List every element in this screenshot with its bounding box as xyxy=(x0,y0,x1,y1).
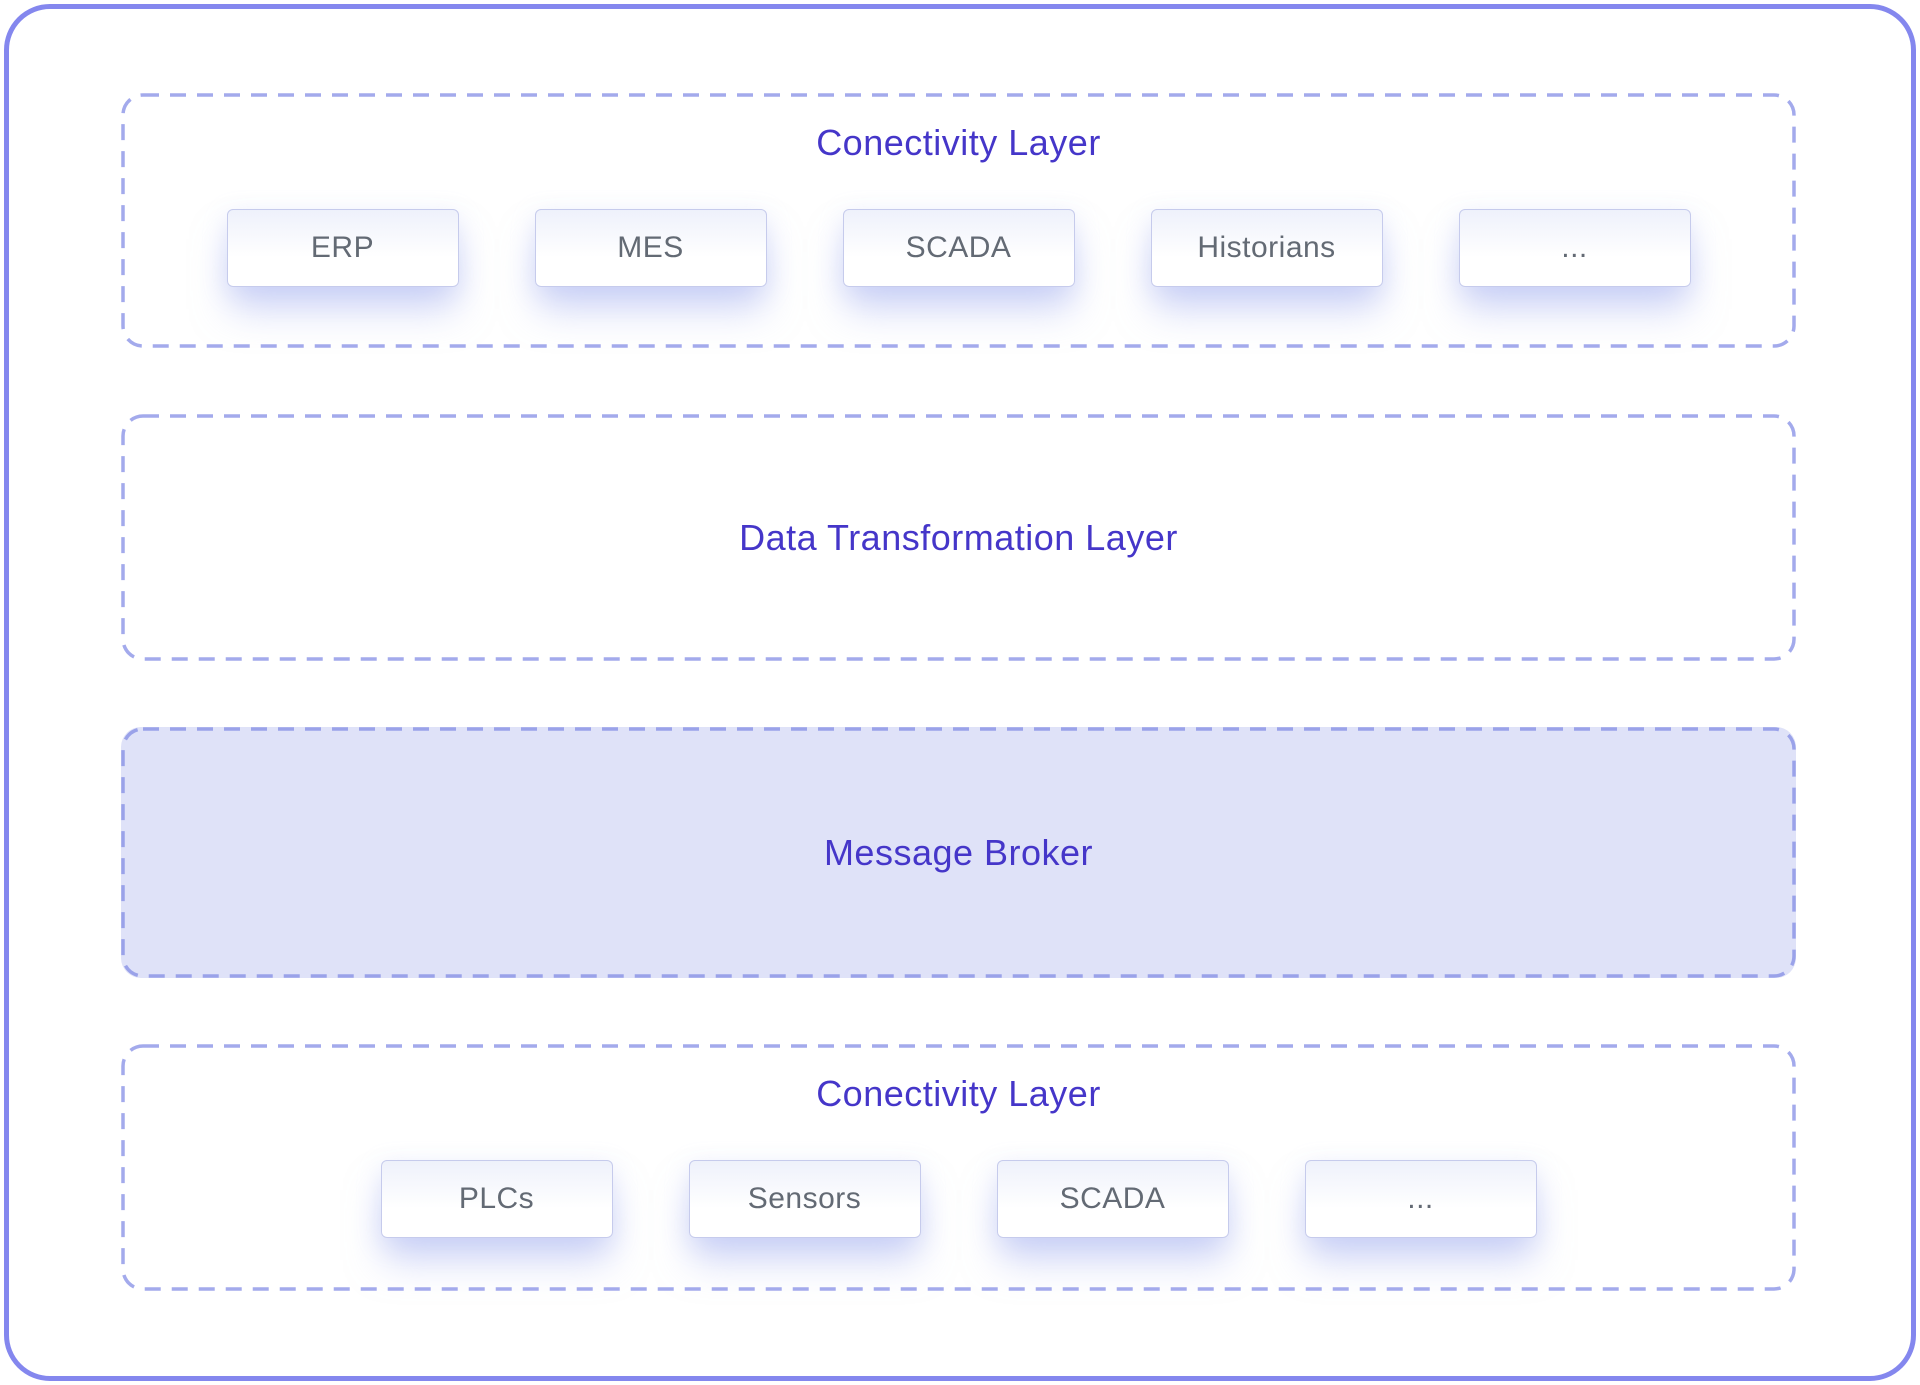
node-ellipsis-bottom: ... xyxy=(1304,1160,1537,1238)
node-scada-bottom: SCADA xyxy=(996,1160,1229,1238)
node-ellipsis-bottom-label: ... xyxy=(1407,1182,1434,1215)
layer-connectivity-top: Conectivity Layer ERP MES SCADA Historia… xyxy=(121,93,1796,348)
node-historians: Historians xyxy=(1150,209,1383,287)
node-erp: ERP xyxy=(226,209,459,287)
diagram-card: Conectivity Layer ERP MES SCADA Historia… xyxy=(4,4,1916,1381)
node-mes: MES xyxy=(534,209,767,287)
node-historians-label: Historians xyxy=(1197,231,1336,264)
node-scada-bottom-label: SCADA xyxy=(1059,1182,1166,1215)
node-scada-top: SCADA xyxy=(842,209,1075,287)
layer-data-transformation: Data Transformation Layer xyxy=(121,414,1796,661)
node-ellipsis-top-label: ... xyxy=(1561,231,1588,264)
node-row-top: ERP MES SCADA Historians ... xyxy=(121,209,1796,287)
layer-title-message-broker: Message Broker xyxy=(823,831,1094,873)
node-mes-label: MES xyxy=(617,231,684,264)
node-plcs-label: PLCs xyxy=(458,1182,535,1215)
layer-title-data-transformation: Data Transformation Layer xyxy=(739,516,1178,558)
node-erp-label: ERP xyxy=(310,231,375,264)
node-sensors-label: Sensors xyxy=(747,1182,862,1215)
layer-message-broker: Message Broker xyxy=(121,727,1796,978)
layer-title-connectivity-bottom: Conectivity Layer xyxy=(816,1073,1101,1114)
layer-title-connectivity-top: Conectivity Layer xyxy=(816,122,1101,163)
node-sensors: Sensors xyxy=(688,1160,921,1238)
node-scada-top-label: SCADA xyxy=(905,231,1012,264)
node-row-bottom: PLCs Sensors SCADA ... xyxy=(121,1160,1796,1238)
node-ellipsis-top: ... xyxy=(1458,209,1691,287)
diagram-content: Conectivity Layer ERP MES SCADA Historia… xyxy=(9,9,1911,1376)
layer-connectivity-bottom: Conectivity Layer PLCs Sensors SCADA ... xyxy=(121,1044,1796,1291)
node-plcs: PLCs xyxy=(380,1160,613,1238)
